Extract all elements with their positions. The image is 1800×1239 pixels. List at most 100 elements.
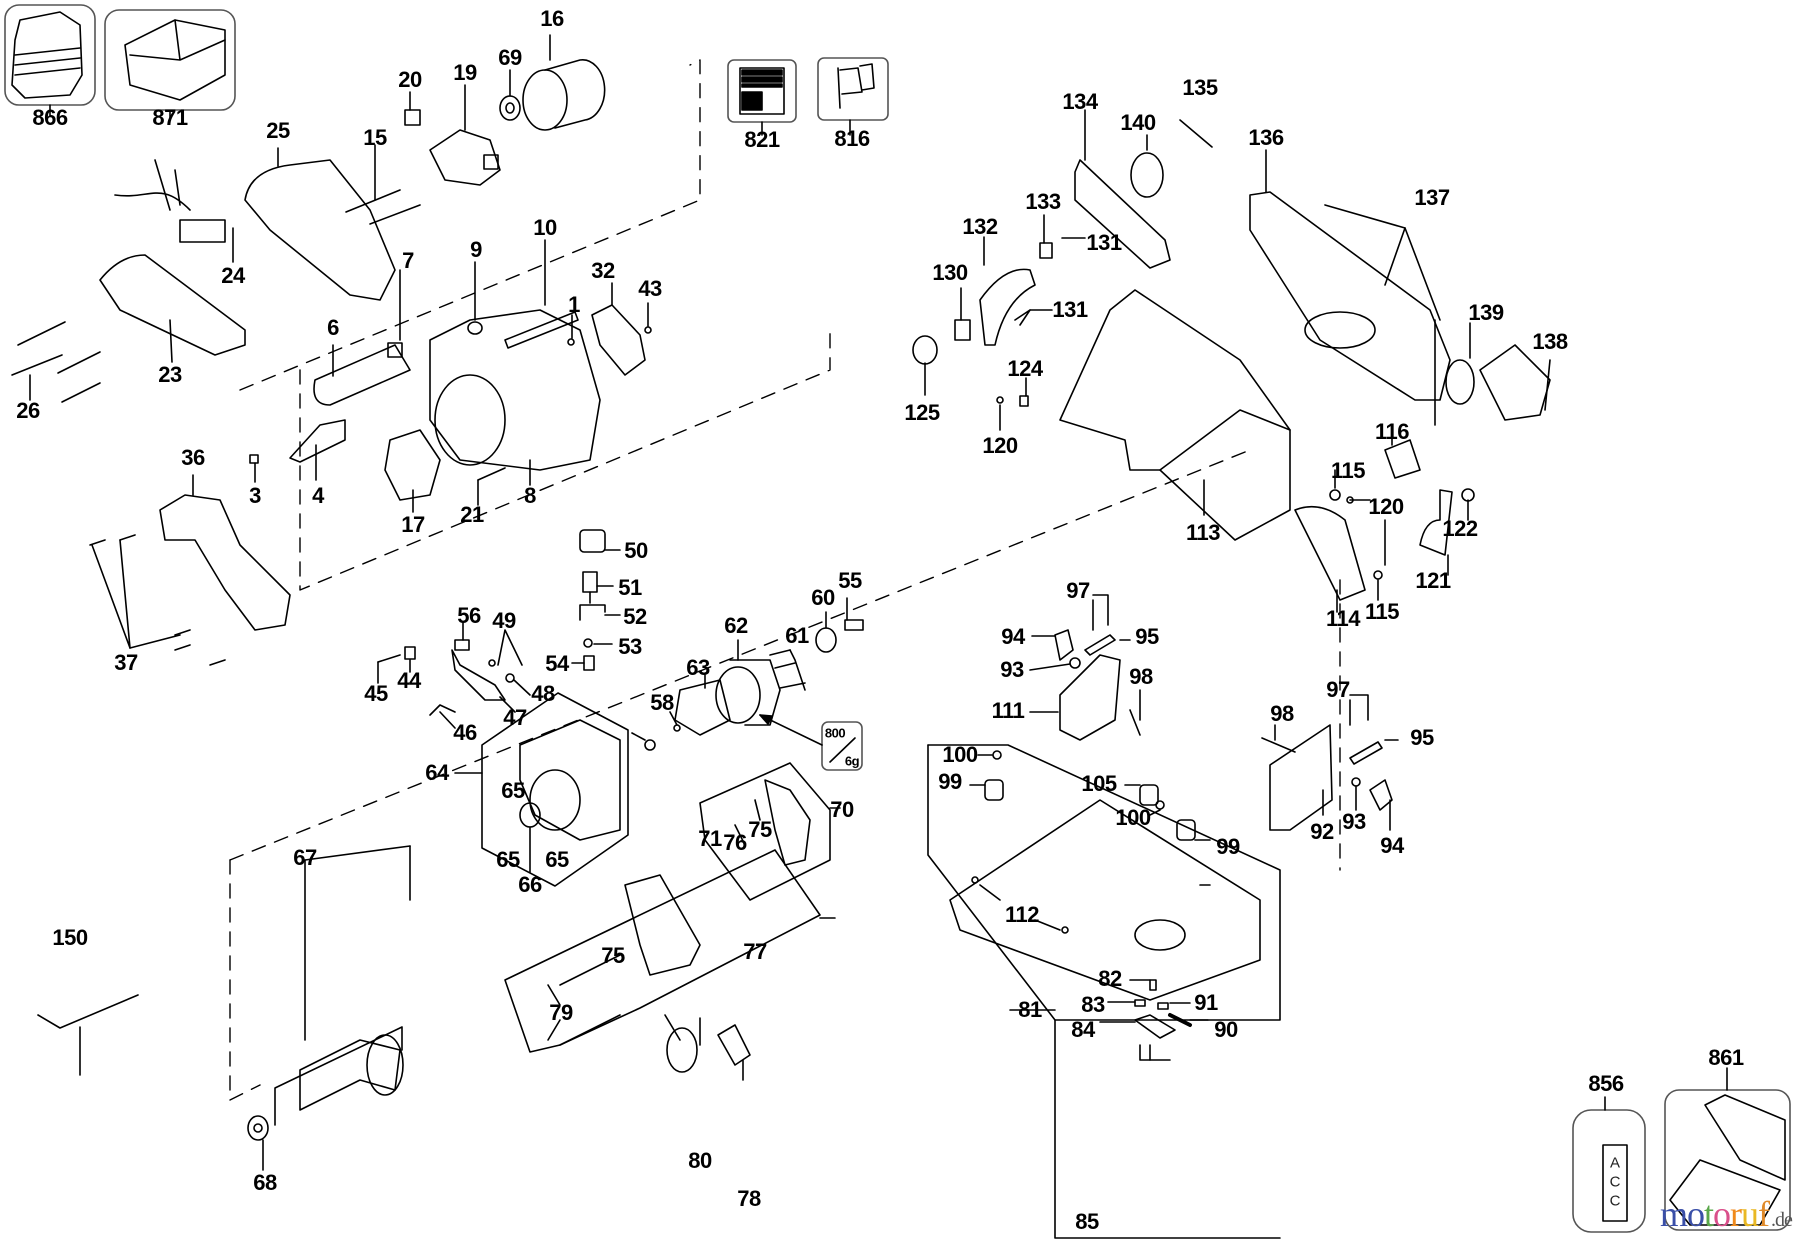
part-label[interactable]: 99 [938, 769, 962, 794]
part-label[interactable]: 82 [1098, 966, 1122, 991]
part-label[interactable]: 1 [568, 292, 580, 317]
part-label[interactable]: 58 [650, 690, 674, 715]
part-label[interactable]: 26 [16, 398, 40, 423]
part-label[interactable]: 20 [398, 67, 422, 92]
part-label[interactable]: 79 [549, 1000, 573, 1025]
part-label[interactable]: 52 [623, 604, 647, 629]
part-label[interactable]: 75 [748, 817, 772, 842]
part-label[interactable]: 7 [402, 248, 414, 273]
part-label[interactable]: 6 [327, 315, 339, 340]
part-label[interactable]: 131 [1086, 230, 1122, 255]
part-label[interactable]: 133 [1025, 189, 1061, 214]
part-label[interactable]: 16 [540, 6, 564, 31]
part-label[interactable]: 63 [686, 655, 710, 680]
part-label[interactable]: 94 [1380, 833, 1404, 858]
part-label[interactable]: 125 [904, 400, 940, 425]
part-label[interactable]: 44 [397, 668, 421, 693]
part-label[interactable]: 97 [1066, 578, 1090, 603]
part-label[interactable]: 70 [830, 797, 854, 822]
part-label[interactable]: 81 [1018, 997, 1042, 1022]
part-label[interactable]: 111 [991, 698, 1025, 723]
part-label[interactable]: 67 [293, 845, 317, 870]
part-label[interactable]: 85 [1075, 1209, 1099, 1234]
part-label[interactable]: 32 [591, 258, 615, 283]
part-label[interactable]: 56 [457, 603, 481, 628]
part-label[interactable]: 24 [221, 263, 245, 288]
part-label[interactable]: 25 [266, 118, 290, 143]
part-label[interactable]: 140 [1120, 110, 1156, 135]
part-label[interactable]: 132 [962, 214, 998, 239]
part-label[interactable]: 93 [1000, 657, 1024, 682]
part-label[interactable]: 48 [531, 681, 555, 706]
part-label[interactable]: 134 [1062, 89, 1098, 114]
part-label[interactable]: 47 [503, 705, 527, 730]
part-label[interactable]: 76 [723, 830, 747, 855]
part-label[interactable]: 113 [1186, 520, 1221, 545]
part-label[interactable]: 36 [181, 445, 205, 470]
part-label[interactable]: 46 [453, 720, 477, 745]
part-label[interactable]: 114 [1326, 606, 1361, 631]
part-label[interactable]: 21 [460, 502, 484, 527]
part-label[interactable]: 53 [618, 634, 642, 659]
part-label[interactable]: 136 [1248, 125, 1284, 150]
part-label[interactable]: 112 [1005, 902, 1040, 927]
part-label[interactable]: 122 [1442, 516, 1478, 541]
part-label[interactable]: 60 [811, 585, 835, 610]
part-label[interactable]: 90 [1214, 1017, 1238, 1042]
part-label[interactable]: 95 [1135, 624, 1159, 649]
part-label[interactable]: 115 [1331, 458, 1366, 483]
part-label[interactable]: 116 [1375, 419, 1410, 444]
part-label[interactable]: 120 [1368, 494, 1404, 519]
part-label[interactable]: 65 [501, 778, 525, 803]
part-label[interactable]: 95 [1410, 725, 1434, 750]
part-label[interactable]: 80 [688, 1148, 712, 1173]
part-label[interactable]: 93 [1342, 809, 1366, 834]
part-label[interactable]: 69 [498, 45, 522, 70]
part-label[interactable]: 97 [1326, 677, 1350, 702]
part-label[interactable]: 51 [618, 575, 642, 600]
part-label[interactable]: 100 [1115, 805, 1151, 830]
part-label[interactable]: 98 [1270, 701, 1294, 726]
part-label[interactable]: 68 [253, 1170, 277, 1195]
part-label[interactable]: 66 [518, 872, 542, 897]
part-label[interactable]: 17 [401, 512, 425, 537]
part-label[interactable]: 94 [1001, 624, 1025, 649]
part-label[interactable]: 64 [425, 760, 449, 785]
part-label[interactable]: 49 [492, 608, 516, 633]
part-label[interactable]: 866 [32, 105, 68, 130]
part-label[interactable]: 99 [1216, 834, 1240, 859]
part-label[interactable]: 871 [152, 105, 188, 130]
part-label[interactable]: 8 [524, 483, 536, 508]
part-label[interactable]: 61 [785, 623, 809, 648]
part-label[interactable]: 71 [698, 826, 722, 851]
part-label[interactable]: 861 [1708, 1045, 1744, 1070]
part-label[interactable]: 135 [1182, 75, 1218, 100]
part-label[interactable]: 65 [496, 847, 520, 872]
part-label[interactable]: 150 [52, 925, 88, 950]
part-label[interactable]: 139 [1468, 300, 1504, 325]
part-label[interactable]: 121 [1415, 568, 1451, 593]
part-label[interactable]: 856 [1588, 1071, 1624, 1096]
part-label[interactable]: 100 [942, 742, 978, 767]
part-label[interactable]: 816 [834, 126, 870, 151]
part-label[interactable]: 3 [249, 483, 261, 508]
part-label[interactable]: 821 [744, 127, 780, 152]
part-label[interactable]: 130 [932, 260, 968, 285]
part-label[interactable]: 78 [737, 1186, 761, 1211]
part-label[interactable]: 91 [1194, 990, 1218, 1015]
part-label[interactable]: 43 [638, 276, 662, 301]
part-label[interactable]: 77 [743, 939, 767, 964]
part-label[interactable]: 115 [1365, 599, 1400, 624]
part-label[interactable]: 23 [158, 362, 182, 387]
part-label[interactable]: 4 [312, 483, 324, 508]
part-label[interactable]: 10 [533, 215, 557, 240]
part-label[interactable]: 137 [1414, 185, 1450, 210]
part-label[interactable]: 120 [982, 433, 1018, 458]
part-label[interactable]: 37 [114, 650, 138, 675]
part-label[interactable]: 45 [364, 681, 388, 706]
part-label[interactable]: 124 [1007, 356, 1043, 381]
part-label[interactable]: 62 [724, 613, 748, 638]
part-label[interactable]: 92 [1310, 819, 1334, 844]
part-label[interactable]: 50 [624, 538, 648, 563]
part-label[interactable]: 19 [453, 60, 477, 85]
